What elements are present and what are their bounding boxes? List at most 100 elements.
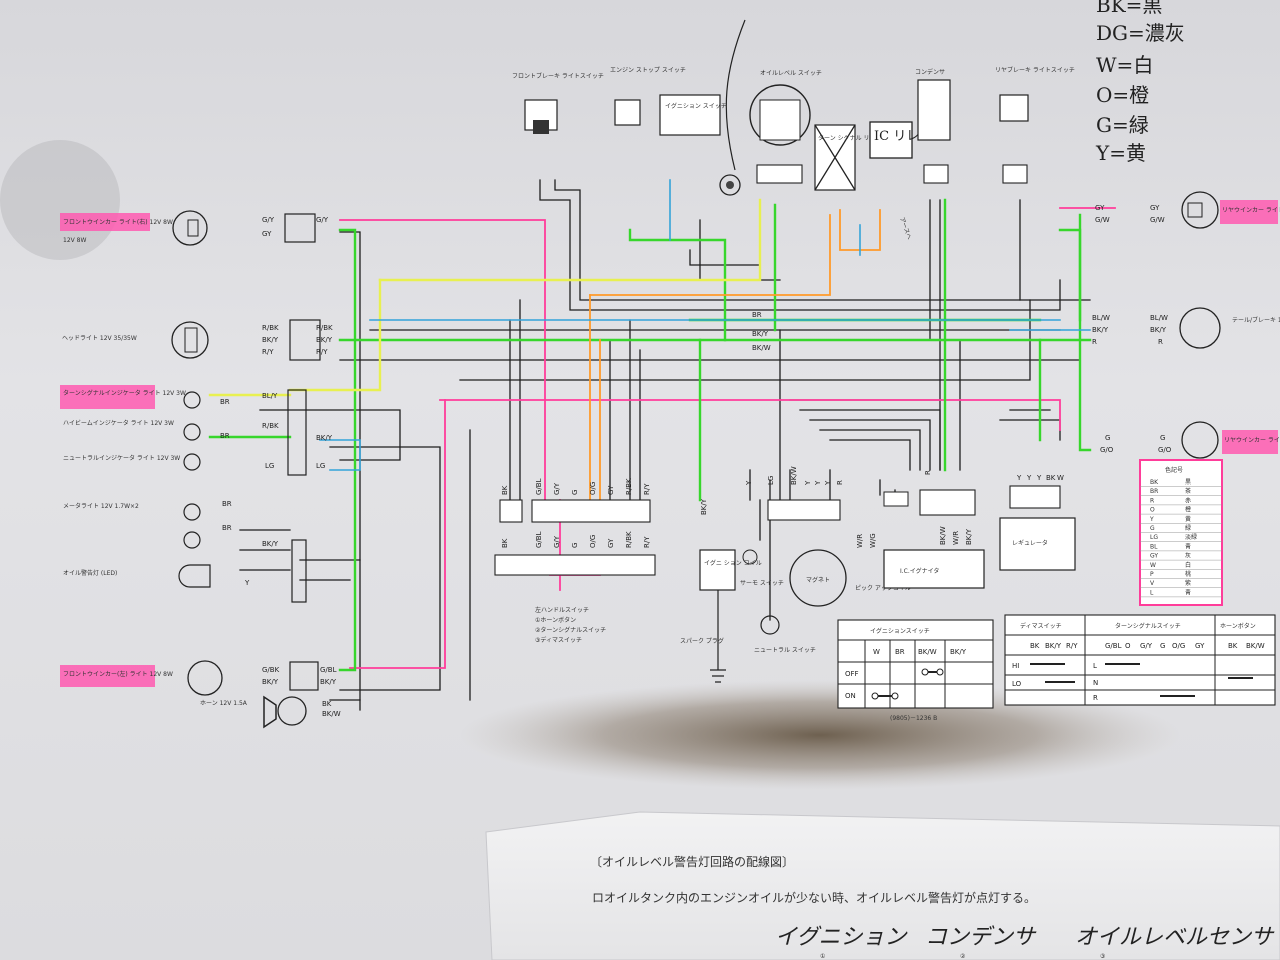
magneto-label: マグネト: [806, 576, 830, 584]
code-gy-2: GY: [262, 230, 272, 238]
wire-bk-3: [554, 179, 1091, 301]
code-rr-gy: GY: [1095, 204, 1105, 212]
turn-col-gy2: GY: [1195, 642, 1205, 650]
bottom-sheet: 〔オイルレベル警告灯回路の配線図〕 ロオイルタンク内のエンジンオイルが少ない時、…: [485, 811, 1280, 960]
dim-col-bk: BK: [1030, 642, 1040, 650]
left-wire-codes: G/Y GY G/Y R/BK BK/Y R/Y R/BK BK/Y R/Y B…: [220, 216, 341, 718]
ignition-switch-label: イグニション スイッチ: [665, 102, 727, 110]
horn-symbol: [263, 695, 277, 729]
legend: BK=黒 DG=濃灰 W=白 O=橙 G=緑 Y=黄: [1095, 0, 1185, 165]
left-components: フロントウインカー ライト(右) 12V 8W 12V 8W ヘッドライト 12…: [60, 210, 321, 729]
color-row-code: BR: [1150, 488, 1158, 495]
wire-bk-1: [339, 231, 361, 711]
ign-table-title: イグニションスイッチ: [870, 627, 930, 635]
wire-bk-8: [329, 446, 441, 691]
paper-stain-left: [0, 140, 120, 260]
color-row-name: 青: [1185, 542, 1191, 550]
wire-bk-21: [829, 439, 911, 471]
code-br-2: BR: [220, 432, 230, 440]
svg-text:12V 8W: 12V 8W: [63, 237, 86, 244]
code-lg: LG: [265, 462, 274, 470]
wire-bk-2: [539, 179, 1061, 311]
lh-code-bot-6: R/BK: [625, 531, 633, 548]
front-brake-switch-label: フロントブレーキ ライトスイッチ: [512, 72, 604, 80]
code-rr-gy-2: GY: [1150, 204, 1160, 212]
tail-brake-lamp: [1179, 307, 1221, 349]
lh-code-bot-1: G/BL: [535, 531, 543, 548]
front-turn-right-label-highlight: [60, 213, 150, 231]
code-rl-go: G/O: [1100, 446, 1114, 454]
lh-code-top-7: R/Y: [643, 483, 651, 495]
meter-light-lamp-2: [183, 531, 201, 549]
ign-footnote: (9805)－1236 B: [890, 715, 937, 722]
color-row-code: V: [1150, 580, 1155, 587]
turn-row-l: L: [1093, 662, 1097, 670]
code-ic-bky: BK/Y: [700, 498, 708, 515]
color-row-name: 赤: [1185, 497, 1191, 504]
turn-indicator-label: ターンシグナルインジケータ ライト 12V 3W: [63, 389, 186, 397]
code-rr-gw: G/W: [1095, 216, 1110, 224]
color-row-code: LG: [1150, 534, 1158, 541]
ignition-coil-label: イグニ ション コイル: [704, 559, 762, 567]
meter-light-label: メータライト 12V 1.7W×2: [63, 502, 139, 510]
code-bky: BK/Y: [262, 336, 279, 344]
color-row-code: GY: [1150, 553, 1158, 560]
turn-col-gbl: G/BL: [1105, 642, 1122, 650]
lh-code-bot-3: G: [571, 543, 579, 548]
horn-button-label: ①ホーンボタン: [535, 616, 576, 624]
right-components: リヤウインカー ライト 12V GY G/W GY G/W テール/ブレーキ 1…: [1092, 191, 1280, 459]
code-rbk-2: R/BK: [316, 324, 333, 332]
dimmer-switch-label: ③ディマスイッチ: [535, 636, 582, 644]
code-ig-bkw: BK/W: [939, 526, 947, 545]
front-turn-right-label: フロントウインカー ライト(右) 12V 8W: [63, 218, 173, 226]
code-ry: R/Y: [262, 348, 274, 356]
front-turn-left-highlight: [60, 665, 155, 687]
turn-indicator-lamp: [183, 391, 201, 409]
ign-col-br: BR: [895, 648, 905, 656]
pickup-coil-label: ピック アップコイル: [855, 585, 911, 592]
wire-bk-20: [819, 429, 921, 471]
rear-turn-left-lamp: [1181, 421, 1219, 459]
code-rr-gw-2: G/W: [1150, 216, 1165, 224]
code-bk: BK: [322, 700, 332, 708]
color-row-code: BL: [1150, 543, 1158, 550]
wire-bk-19: [809, 419, 931, 471]
wire-yellow-2: [288, 278, 382, 392]
magneto: [789, 549, 847, 607]
code-rl-g-2: G: [1160, 434, 1165, 442]
oil-warning-label: オイル警告灯 (LED): [63, 569, 117, 577]
rear-turn-left-label: リヤウインカー ライト: [1224, 436, 1280, 444]
legend-w: W=白: [1096, 53, 1153, 77]
code-rg-y3: Y: [1036, 474, 1042, 482]
color-table-title: 色記号: [1165, 466, 1183, 474]
horn-table-title: ホーンボタン: [1220, 622, 1256, 630]
color-row-code: BK: [1150, 479, 1159, 486]
rear-turn-right-lamp: [1181, 191, 1219, 229]
dim-row-hi: HI: [1012, 662, 1019, 670]
wire-bk-11: [459, 299, 1031, 381]
sheet-num-2: ②: [960, 953, 966, 960]
ign-col-w: W: [873, 648, 880, 656]
sheet-hand-3: オイルレベルセンサ: [1075, 925, 1275, 950]
bottom-wire-codes: BK/Y Y LG BK/W Y Y Y R W/R W/G R BK/W W/…: [700, 466, 1064, 548]
wire-bk-4: [699, 219, 781, 281]
condenser-label: コンデンサ: [915, 68, 945, 76]
regulator-label: レギュレータ: [1012, 539, 1048, 547]
thermo-switch-label: サーモ スイッチ: [740, 580, 784, 587]
turn-row-r: R: [1093, 694, 1098, 702]
code-ig-r: R: [924, 470, 932, 475]
color-row-code: Y: [1149, 516, 1154, 523]
horn-col-bk: BK: [1228, 642, 1238, 650]
color-row-name: 黒: [1185, 479, 1191, 486]
code-ry-2: R/Y: [316, 348, 328, 356]
neutral-indicator-label: ニュートラルインジケータ ライト 12V 3W: [63, 454, 180, 462]
turn-col-o: O: [1125, 642, 1131, 650]
wire-green-4: [628, 228, 727, 342]
wire-green-8: [1078, 213, 1092, 452]
color-row-code: P: [1150, 571, 1154, 578]
color-row-code: R: [1150, 497, 1154, 504]
code-gy-1: G/Y: [262, 216, 275, 224]
ign-row-on: ON: [845, 692, 856, 700]
